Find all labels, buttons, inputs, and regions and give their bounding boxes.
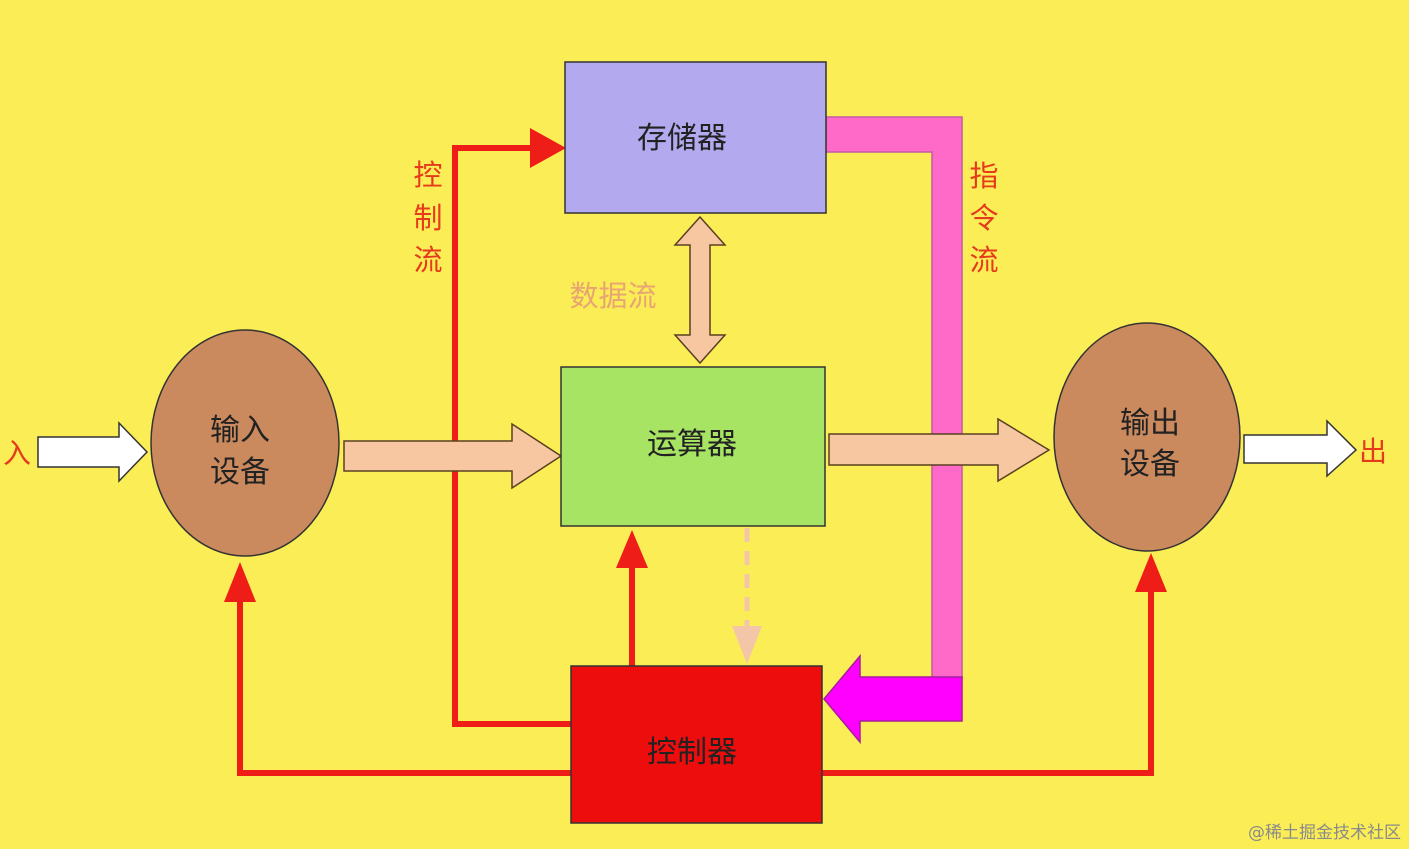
control-line-to-output bbox=[822, 590, 1154, 776]
control-flow-char-2: 制 bbox=[413, 201, 442, 235]
instruction-flow-char-3: 流 bbox=[969, 243, 998, 277]
control-flow-char-1: 控 bbox=[413, 158, 442, 192]
data-arrow-input-to-alu bbox=[343, 422, 563, 490]
instruction-flow-arrowhead bbox=[823, 653, 963, 745]
input-device-label-line1: 输入 bbox=[210, 413, 270, 448]
data-flow-label: 数据流 bbox=[569, 279, 656, 313]
output-label: 出 bbox=[1359, 435, 1387, 468]
memory-label: 存储器 bbox=[637, 121, 727, 156]
alu-node: 运算器 bbox=[560, 366, 826, 527]
output-device-label-line2: 设备 bbox=[1120, 447, 1180, 482]
control-arrowhead-output bbox=[1135, 553, 1167, 592]
control-flow-char-3: 流 bbox=[413, 243, 442, 277]
controller-label: 控制器 bbox=[647, 735, 737, 770]
instruction-flow-char-1: 指 bbox=[969, 159, 998, 193]
control-line-to-memory bbox=[452, 145, 571, 727]
alu-label: 运算器 bbox=[647, 427, 737, 462]
input-device-node: 输入 设备 bbox=[150, 329, 340, 557]
controller-node: 控制器 bbox=[570, 665, 823, 824]
instruction-flow-char-2: 令 bbox=[969, 201, 998, 235]
output-device-label-line1: 输出 bbox=[1120, 406, 1180, 441]
data-arrow-memory-alu bbox=[673, 215, 727, 365]
output-arrow bbox=[1243, 419, 1358, 478]
input-label: 入 bbox=[3, 437, 31, 470]
watermark: @稀土掘金技术社区 bbox=[1248, 823, 1401, 843]
output-device-node: 输出 设备 bbox=[1053, 322, 1241, 552]
control-arrowhead-memory bbox=[530, 128, 566, 168]
instruction-flow-label: 指 令 流 bbox=[969, 159, 998, 277]
dashed-arrow-alu-to-controller bbox=[732, 528, 762, 664]
control-lines bbox=[237, 145, 1154, 776]
control-flow-label: 控 制 流 bbox=[413, 158, 442, 277]
control-arrowhead-input bbox=[224, 562, 256, 602]
instruction-flow-path bbox=[825, 116, 963, 681]
data-arrow-alu-to-output bbox=[828, 417, 1051, 483]
input-device-label-line2: 设备 bbox=[210, 455, 270, 490]
memory-node: 存储器 bbox=[564, 61, 827, 214]
input-arrow bbox=[37, 421, 149, 483]
control-line-to-input bbox=[237, 600, 571, 776]
control-arrowhead-alu bbox=[616, 530, 648, 568]
